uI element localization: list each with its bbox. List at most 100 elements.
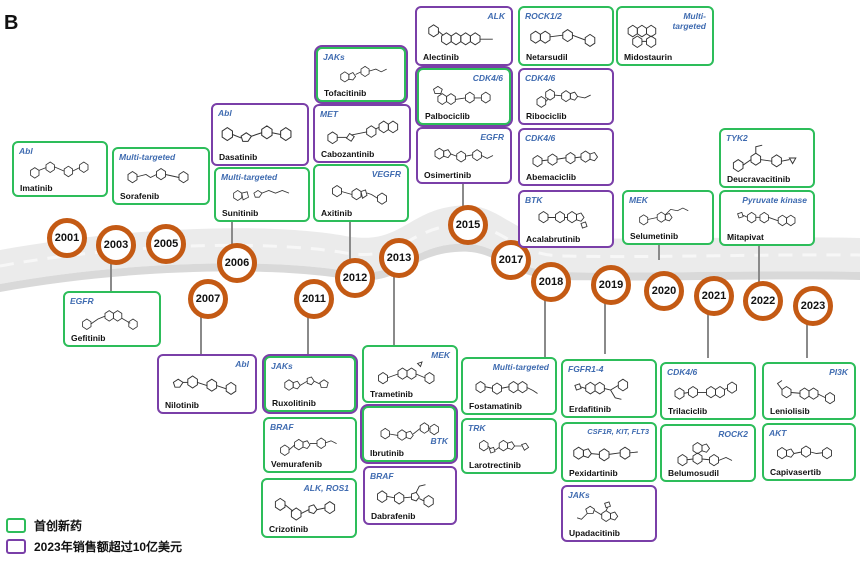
drug-name: Crizotinib xyxy=(269,524,309,534)
drug-target: ROCK2 xyxy=(718,429,748,439)
drug-name: Imatinib xyxy=(20,183,53,193)
molecule-structure xyxy=(666,438,750,468)
year-2015: 2015 xyxy=(448,205,488,245)
molecule-structure xyxy=(217,117,303,152)
molecule-structure xyxy=(725,142,809,174)
molecule-structure xyxy=(368,359,452,389)
drug-name: Sunitinib xyxy=(222,208,259,218)
year-2021: 2021 xyxy=(694,276,734,316)
drug-card-deucravacitinib: TYK2 Deucravacitinib xyxy=(719,128,815,188)
drug-card-tofacitinib: JAKs Tofacitinib xyxy=(316,47,406,102)
drug-target: JAKs xyxy=(568,490,590,500)
drug-card-sunitinib: Multi-targeted Sunitinib xyxy=(214,167,310,222)
drug-card-imatinib: Abl Imatinib xyxy=(12,141,108,197)
drug-name: Sorafenib xyxy=(120,191,160,201)
drug-name: Capivasertib xyxy=(770,467,822,477)
molecule-structure xyxy=(666,376,750,406)
molecule-structure xyxy=(567,373,651,404)
molecule-structure xyxy=(524,82,608,111)
drug-card-nilotinib: Abl Nilotinib xyxy=(157,354,257,414)
drug-name: Gefitinib xyxy=(71,333,106,343)
drug-target: CDK4/6 xyxy=(667,367,698,377)
drug-name: Osimertinib xyxy=(424,170,472,180)
drug-target: AKT xyxy=(769,428,787,438)
drug-name: Tofacitinib xyxy=(324,88,367,98)
drug-target: BTK xyxy=(430,436,448,446)
drug-name: Alectinib xyxy=(423,52,459,62)
drug-name: Dabrafenib xyxy=(371,511,416,521)
year-2006: 2006 xyxy=(217,243,257,283)
drug-name: Selumetinib xyxy=(630,231,679,241)
molecule-structure xyxy=(319,118,405,149)
drug-card-palbociclib: CDK4/6 Palbociclib xyxy=(417,68,511,125)
drug-target: BRAF xyxy=(270,422,294,432)
drug-card-cabozantinib: MET Cabozantinib xyxy=(313,104,411,163)
legend-green-swatch xyxy=(6,518,26,533)
drug-card-gefitinib: EGFR Gefitinib xyxy=(63,291,161,347)
molecule-structure xyxy=(319,178,403,208)
drug-card-trilaciclib: CDK4/6 Trilaciclib xyxy=(660,362,756,420)
molecule-structure xyxy=(369,480,451,511)
drug-card-axitinib: VEGFR Axitinib xyxy=(313,164,409,222)
drug-name: Palbociclib xyxy=(425,111,470,121)
drug-target: BTK xyxy=(525,195,543,205)
drug-name: Fostamatinib xyxy=(469,401,522,411)
molecule-structure xyxy=(628,204,708,231)
drug-target: ROCK1/2 xyxy=(525,11,562,21)
drug-name: Upadacitinib xyxy=(569,528,621,538)
drug-name: Abemaciclib xyxy=(526,172,577,182)
drug-card-upadacitinib: JAKs Upadacitinib xyxy=(561,485,657,542)
molecule-structure xyxy=(422,141,506,170)
drug-target: TYK2 xyxy=(726,133,748,143)
drug-target: MET xyxy=(320,109,338,119)
molecule-structure xyxy=(322,61,400,88)
drug-card-vemurafenib: BRAF Vemurafenib xyxy=(263,417,357,473)
molecule-structure xyxy=(163,368,251,400)
molecule-structure xyxy=(725,204,809,232)
molecule-structure xyxy=(69,305,155,333)
molecule-structure xyxy=(524,204,608,234)
year-2013: 2013 xyxy=(379,238,419,278)
molecule-structure xyxy=(768,376,850,406)
drug-card-mitapivat: Pyruvate kinase Mitapivat xyxy=(719,190,815,246)
year-2017: 2017 xyxy=(491,240,531,280)
molecule-structure xyxy=(421,20,507,52)
drug-card-ruxolitinib: JAKs Ruxolitinib xyxy=(264,356,356,412)
legend-purple-swatch xyxy=(6,539,26,554)
drug-name: Deucravacitinib xyxy=(727,174,791,184)
drug-card-abemaciclib: CDK4/6 Abemaciclib xyxy=(518,128,614,186)
drug-target: ALK, ROS1 xyxy=(303,483,349,493)
molecule-structure xyxy=(467,432,551,460)
legend-sales: 2023年销售额超过10亿美元 xyxy=(6,538,182,555)
drug-name: Larotrectinib xyxy=(469,460,521,470)
molecule-structure xyxy=(524,20,608,52)
drug-card-capivasertib: AKT Capivasertib xyxy=(762,423,856,481)
drug-name: Nilotinib xyxy=(165,400,199,410)
molecule-structure xyxy=(267,492,351,524)
drug-name: Belumosudil xyxy=(668,468,720,478)
drug-card-netarsudil: ROCK1/2 Netarsudil xyxy=(518,6,614,66)
drug-target: MEK xyxy=(431,350,450,360)
year-2007: 2007 xyxy=(188,279,228,319)
drug-card-belumosudil: ROCK2 Belumosudil xyxy=(660,424,756,482)
molecule-structure xyxy=(567,436,651,468)
molecule-structure xyxy=(368,420,450,448)
molecule-structure xyxy=(423,82,505,111)
drug-name: Vemurafenib xyxy=(271,459,323,469)
drug-name: Dasatinib xyxy=(219,152,258,162)
drug-target: Abl xyxy=(19,146,33,156)
drug-target: EGFR xyxy=(480,132,504,142)
molecule-structure xyxy=(622,20,668,52)
molecule-structure xyxy=(768,437,850,467)
drug-target: Multi-targeted xyxy=(221,172,278,182)
year-2022: 2022 xyxy=(743,281,783,321)
drug-card-pexidartinib: CSF1R, KIT, FLT3 Pexidartinib xyxy=(561,422,657,482)
year-2018: 2018 xyxy=(531,262,571,302)
drug-name: Ribociclib xyxy=(526,111,567,121)
drug-name: Acalabrutinib xyxy=(526,234,581,244)
drug-name: Trilaciclib xyxy=(668,406,708,416)
drug-card-fostamatinib: Multi-targeted Fostamatinib xyxy=(461,357,557,415)
drug-card-ibrutinib: BTK Ibrutinib xyxy=(362,406,456,462)
drug-name: Netarsudil xyxy=(526,52,568,62)
drug-name: Pexidartinib xyxy=(569,468,618,478)
